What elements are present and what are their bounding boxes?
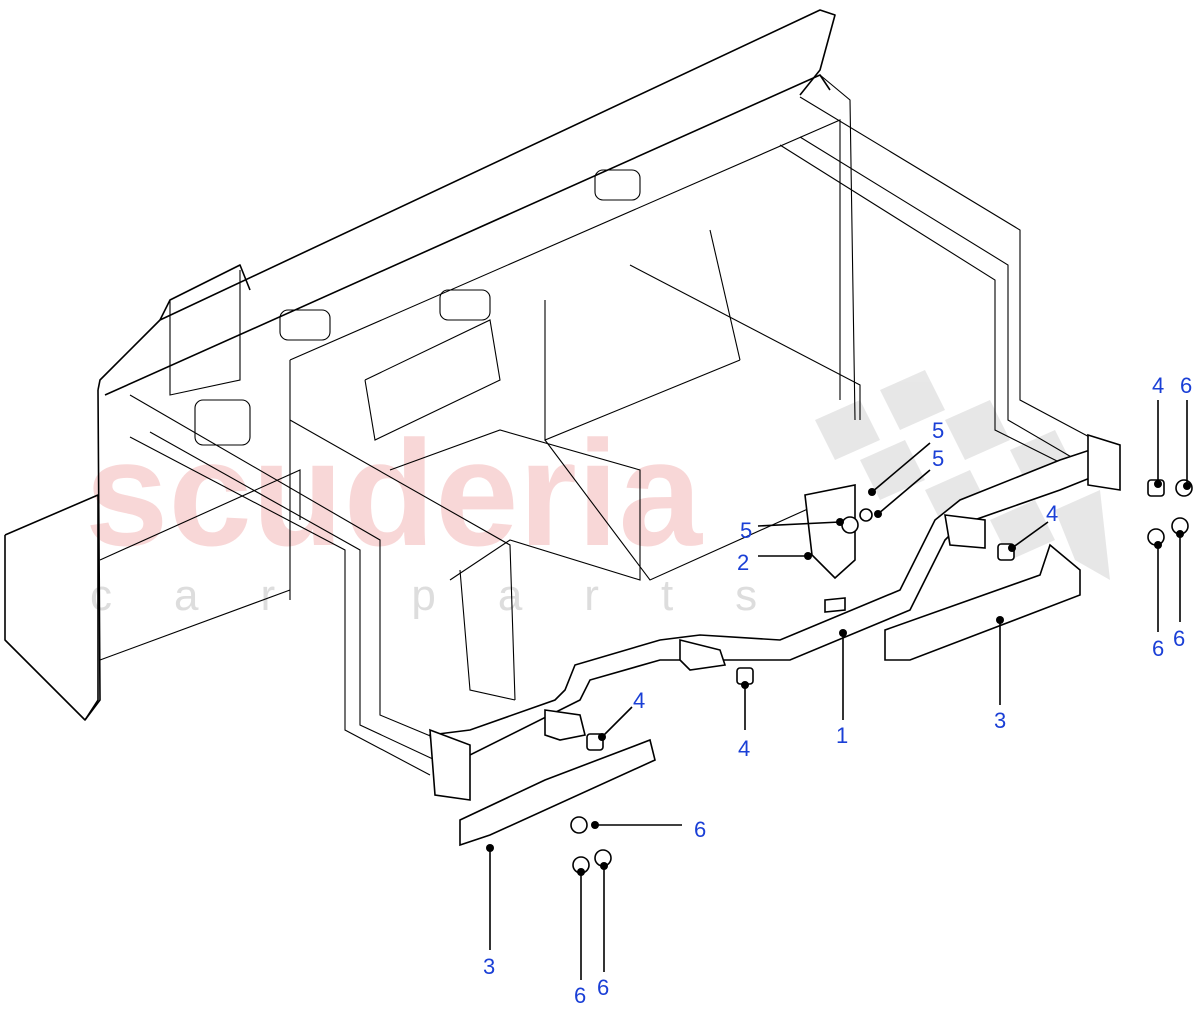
reinforcement-part-3 [459, 543, 1081, 847]
callout-3[interactable]: 3 [994, 616, 1006, 733]
callout-6[interactable]: 6 [1152, 541, 1164, 661]
callout-6[interactable]: 6 [1180, 373, 1192, 490]
callout-3[interactable]: 3 [483, 844, 495, 979]
watermark-brand: scuderia [85, 409, 704, 577]
bolt-5 [841, 516, 859, 534]
callout-4[interactable]: 4 [598, 688, 645, 741]
callout-5[interactable]: 5 [740, 518, 844, 543]
svg-text:4: 4 [1046, 501, 1058, 526]
watermark: scuderia car parts [85, 370, 1110, 620]
washer-6 [570, 816, 588, 834]
svg-text:4: 4 [1152, 373, 1164, 398]
callout-6[interactable]: 6 [597, 862, 609, 1000]
callouts: 4 6 5 5 5 2 4 1 3 6 6 4 4 6 3 6 6 [483, 373, 1192, 1008]
svg-text:5: 5 [932, 446, 944, 471]
svg-text:4: 4 [633, 688, 645, 713]
callout-6[interactable]: 6 [591, 817, 706, 842]
svg-text:3: 3 [994, 708, 1006, 733]
rear-body-structure [4, 9, 856, 721]
callout-2[interactable]: 2 [737, 550, 812, 575]
crossmember-part-1 [429, 433, 1121, 801]
callout-1[interactable]: 1 [836, 629, 848, 748]
svg-text:5: 5 [932, 418, 944, 443]
bolt-5 [859, 508, 873, 522]
svg-text:2: 2 [737, 550, 749, 575]
svg-text:6: 6 [574, 983, 586, 1008]
svg-text:6: 6 [1173, 626, 1185, 651]
svg-text:4: 4 [738, 736, 750, 761]
callout-4[interactable]: 4 [738, 681, 750, 761]
callout-6[interactable]: 6 [574, 868, 586, 1008]
svg-text:6: 6 [1152, 636, 1164, 661]
tie-lines [129, 96, 1096, 776]
callout-6[interactable]: 6 [1173, 530, 1185, 651]
watermark-sub: car parts [90, 571, 819, 620]
callout-4[interactable]: 4 [1008, 501, 1058, 552]
svg-text:6: 6 [1180, 373, 1192, 398]
callout-5[interactable]: 5 [868, 418, 944, 496]
svg-text:6: 6 [597, 975, 609, 1000]
svg-text:6: 6 [694, 817, 706, 842]
fasteners [570, 479, 1193, 874]
svg-text:1: 1 [836, 723, 848, 748]
svg-text:5: 5 [740, 518, 752, 543]
bracket-part-2 [804, 484, 856, 580]
callout-4[interactable]: 4 [1152, 373, 1164, 488]
callout-5[interactable]: 5 [874, 446, 944, 518]
svg-text:3: 3 [483, 954, 495, 979]
